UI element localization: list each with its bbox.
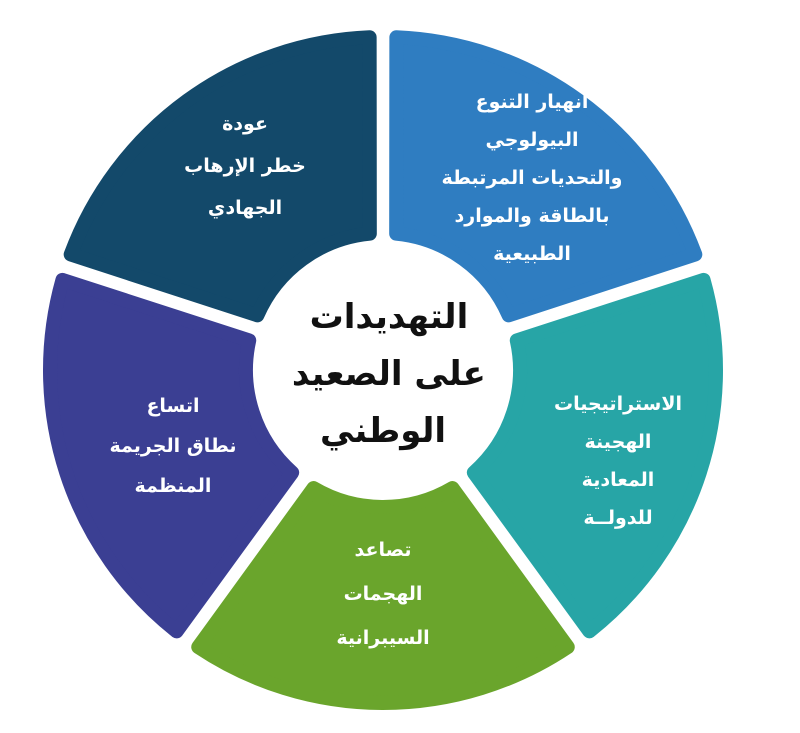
segment-label-organized-crime: اتساع نطاق الجريمة المنظمة — [110, 395, 237, 497]
segment-label-line: والتحديات المرتبطة — [442, 167, 623, 189]
center-title-line-3: الوطني — [320, 411, 446, 451]
segment-label-line: الهجمات — [344, 583, 423, 605]
segment-organized-crime — [43, 272, 300, 639]
segment-label-terrorism: عودة خطر الإرهاب الجهادي — [184, 113, 306, 220]
center-title: التهديدات على الصعيد الوطني — [280, 297, 486, 451]
segment-label-line: الاستراتيجيات — [554, 393, 682, 415]
segment-label-line: البيولوجي — [485, 129, 578, 151]
segment-label-cyber-attacks: تصاعد الهجمات السيبرانية — [336, 539, 429, 649]
segment-label-line: نطاق الجريمة — [110, 435, 237, 457]
segment-label-line: الهجينة — [585, 431, 652, 453]
segment-hybrid-strategies — [466, 272, 723, 639]
segment-label-line: للدولــة — [583, 507, 652, 529]
segments-layer: انهيار التنوع البيولوجي والتحديات المرتبطة… — [43, 30, 723, 710]
segment-label-line: خطر الإرهاب — [184, 155, 306, 177]
segment-label-line: الجهادي — [208, 197, 282, 220]
segment-label-hybrid-strategies: الاستراتيجيات الهجينة المعادية للدولــة — [554, 393, 682, 529]
segment-label-biodiversity: انهيار التنوع البيولوجي والتحديات المرتبطة… — [442, 91, 623, 265]
center-circle — [261, 248, 505, 492]
segment-label-line: المنظمة — [135, 475, 212, 497]
segment-label-line: الطبيعية — [493, 243, 571, 265]
segment-label-line: عودة — [222, 113, 268, 135]
center-title-line-2: على الصعيد — [292, 354, 486, 394]
segment-label-line: بالطاقة والموارد — [455, 205, 610, 227]
segment-label-line: السيبرانية — [336, 627, 429, 649]
segment-label-line: انهيار التنوع — [476, 91, 589, 113]
segment-biodiversity — [389, 30, 703, 323]
center-title-line-1: التهديدات — [310, 297, 469, 337]
segment-terrorism — [63, 30, 377, 323]
segment-cyber-attacks — [191, 481, 575, 710]
segment-label-line: اتساع — [146, 395, 199, 417]
segment-label-line: المعادية — [582, 469, 655, 491]
segment-label-line: تصاعد — [355, 539, 412, 561]
